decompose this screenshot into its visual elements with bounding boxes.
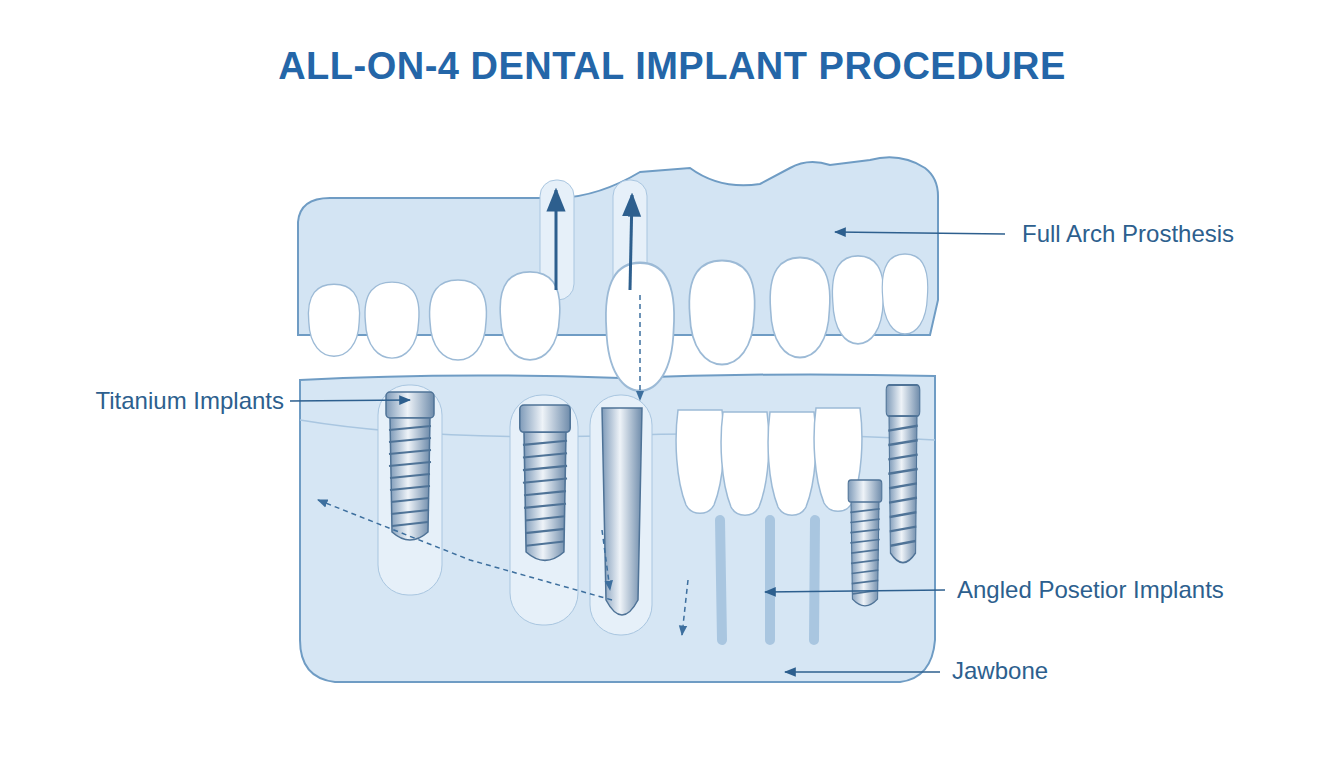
part-label: Angled Posetior Implants bbox=[955, 576, 1226, 604]
diagram-title: ALL-ON-4 DENTAL IMPLANT PROCEDURE bbox=[278, 45, 1066, 88]
part-label: Full Arch Prosthesis bbox=[1020, 220, 1236, 248]
part-label: Jawbone bbox=[950, 657, 1050, 685]
part-label: Titanium Implants bbox=[93, 387, 286, 415]
